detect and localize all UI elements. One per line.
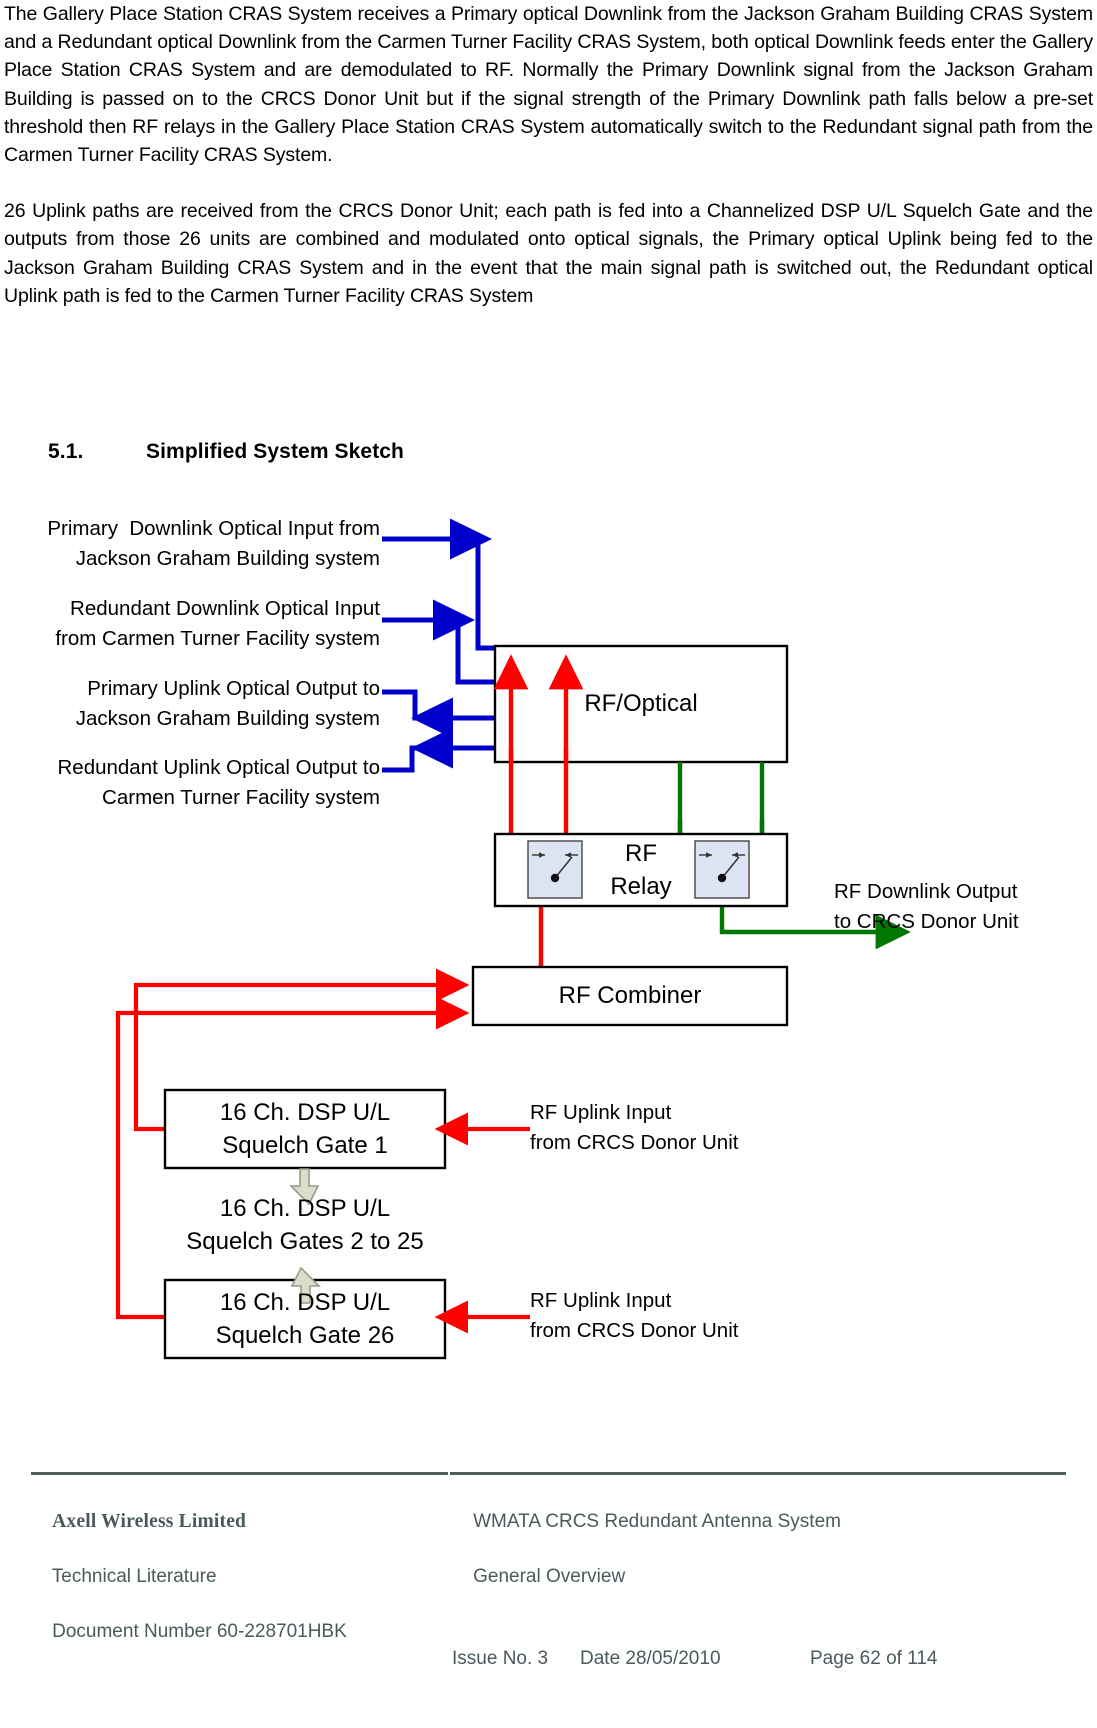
continuation-block-arrows (289, 1168, 321, 1304)
relay-switch-uplink (527, 840, 583, 899)
footer-divider-gap (448, 1469, 450, 1475)
diagram-canvas (115, 518, 911, 1360)
body-copy: The Gallery Place Station CRAS System re… (4, 0, 1093, 310)
footer-page: Page 62 of 114 (810, 1648, 938, 1669)
donor-uplink-input-lines (434, 1112, 530, 1334)
system-sketch-diagram: Primary Downlink Optical Input from Jack… (0, 500, 1097, 1400)
dsp-gate-26-label: 16 Ch. DSP U/L Squelch Gate 26 (215, 1289, 395, 1349)
footer-issue: Issue No. 3 (452, 1648, 549, 1669)
footer-department: Technical Literature (51, 1565, 217, 1587)
dsp-to-combiner-lines (115, 968, 470, 1320)
rf-combiner-box (471, 965, 789, 1027)
optical-link-lines (382, 518, 495, 773)
label-redundant-uplink-output: Redundant Uplink Optical Output to Carme… (57, 756, 381, 809)
label-rf-uplink-input-26: RF Uplink Input from CRCS Donor Unit (530, 1289, 739, 1342)
label-rf-downlink-output: RF Downlink Output to CRCS Donor Unit (834, 880, 1019, 933)
label-primary-uplink-output: Primary Uplink Optical Output to Jackson… (75, 677, 380, 730)
primary-downlink-path (455, 536, 495, 651)
block-arrow-down (290, 1266, 321, 1304)
footer-divider (31, 1472, 1066, 1475)
rf-optical-box (493, 644, 789, 764)
footer-left-column: Axell Wireless Limited Technical Literat… (31, 1480, 441, 1673)
primary-uplink-path (382, 689, 448, 721)
footer-right-column: WMATA CRCS Redundant Antenna System Gene… (452, 1480, 1072, 1728)
redundant-uplink-path (382, 745, 448, 773)
paragraph-1: The Gallery Place Station CRAS System re… (4, 3, 1093, 167)
footer-document-number: Document Number 60-228701HBK (52, 1620, 347, 1642)
block-arrow-up (289, 1168, 320, 1206)
redundant-downlink-path (438, 617, 495, 685)
section-number: 5.1. (48, 440, 84, 463)
section-title: Simplified System Sketch (146, 440, 404, 463)
rf-optical-label: RF/Optical (584, 690, 698, 717)
label-rf-uplink-input-1: RF Uplink Input from CRCS Donor Unit (530, 1101, 739, 1154)
label-redundant-downlink-input: Redundant Downlink Optical Input from Ca… (55, 597, 380, 650)
gate26-to-combiner (115, 996, 470, 1320)
label-primary-downlink-input: Primary Downlink Optical Input from Jack… (47, 517, 380, 570)
relay-switch-downlink (694, 840, 750, 899)
footer-subtitle: General Overview (473, 1565, 626, 1587)
dsp-gate-1-box (163, 1088, 447, 1170)
rf-relay-label: RF Relay (610, 840, 672, 900)
page-footer: Axell Wireless Limited Technical Literat… (0, 1462, 1097, 1669)
section-heading: 5.1. Simplified System Sketch (48, 440, 404, 464)
dsp-gates-middle-label: 16 Ch. DSP U/L Squelch Gates 2 to 25 (186, 1195, 424, 1255)
footer-project: WMATA CRCS Redundant Antenna System (473, 1510, 841, 1532)
gate1-to-combiner (133, 968, 470, 1132)
dsp-gate-1-label: 16 Ch. DSP U/L Squelch Gate 1 (219, 1099, 391, 1159)
paragraph-2: 26 Uplink paths are received from the CR… (4, 200, 1093, 307)
rf-combiner-label: RF Combiner (558, 982, 702, 1009)
footer-company: Axell Wireless Limited (52, 1510, 247, 1532)
footer-date: Date 28/05/2010 (580, 1648, 721, 1669)
